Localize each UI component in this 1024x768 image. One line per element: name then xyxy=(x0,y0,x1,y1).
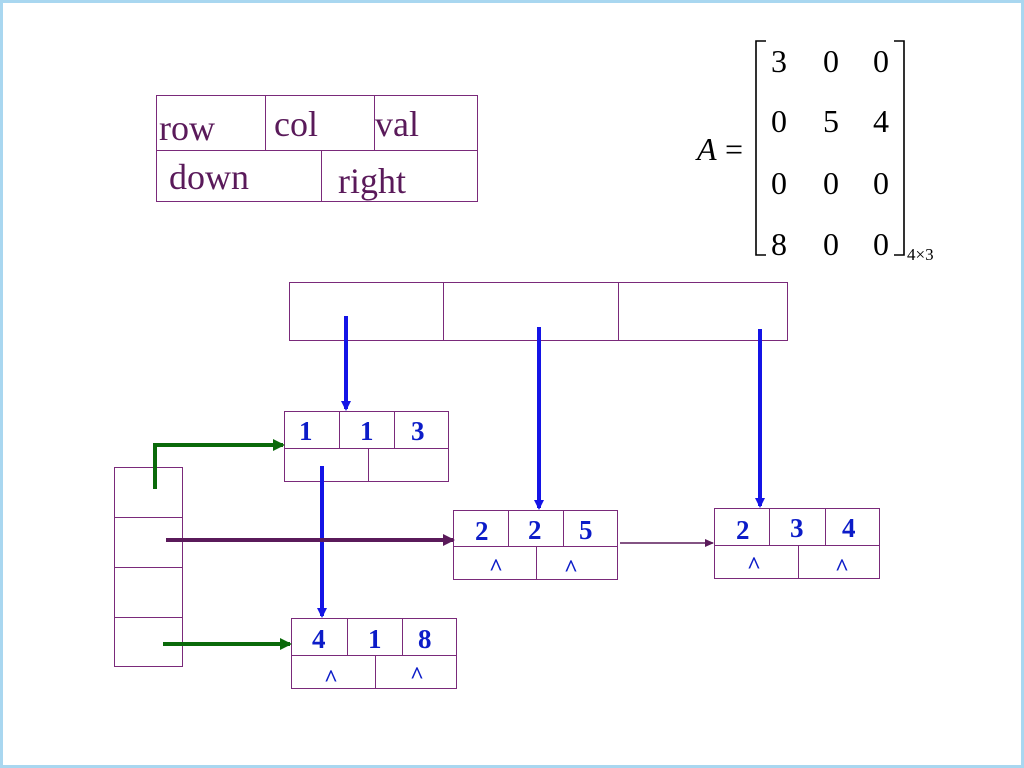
node-val-cell: 3 xyxy=(394,411,449,449)
legend-down-cell: down xyxy=(156,150,322,202)
node-col-value: 1 xyxy=(360,416,374,446)
node-down-value: ^ xyxy=(747,553,761,579)
node-right-cell: ^ xyxy=(798,545,880,581)
node-right-cell: ^ xyxy=(375,655,457,689)
matrix-cell: 0 xyxy=(771,103,787,139)
node-col-cell: 1 xyxy=(347,618,403,656)
matrix-dimension: 4×3 xyxy=(907,245,934,264)
legend-val-cell: val xyxy=(374,95,478,151)
column-head-cell xyxy=(443,282,619,341)
matrix-name: A xyxy=(697,131,717,167)
node-val-value: 5 xyxy=(579,515,593,545)
diagram-lines xyxy=(153,40,905,650)
node-row-value: 4 xyxy=(312,624,326,654)
matrix-right-bracket xyxy=(894,40,905,256)
node-down-cell xyxy=(284,448,369,482)
row-head-cell xyxy=(114,567,183,618)
node-row-value: 2 xyxy=(736,515,750,545)
matrix-cell: 5 xyxy=(823,103,839,139)
legend-row-cell: row xyxy=(156,95,266,151)
node-col-value: 3 xyxy=(790,513,804,543)
node-right-cell xyxy=(368,448,449,482)
legend-down-label: down xyxy=(169,157,249,197)
matrix-equals: = xyxy=(725,131,744,167)
matrix-left-bracket xyxy=(755,40,766,256)
matrix-cell: 0 xyxy=(823,43,839,79)
node-val-value: 8 xyxy=(418,624,432,654)
node-right-value: ^ xyxy=(410,663,424,689)
row-head-cell xyxy=(114,467,183,518)
node-col-cell: 1 xyxy=(339,411,395,449)
matrix-cell: 0 xyxy=(823,226,839,262)
row-head-cell xyxy=(114,517,183,568)
node-row-cell: 1 xyxy=(284,411,340,449)
legend-col-label: col xyxy=(274,104,318,144)
node-right-value: ^ xyxy=(835,555,849,581)
node-val-value: 3 xyxy=(411,416,425,446)
node-down-cell: ^ xyxy=(714,545,799,579)
legend-right-label: right xyxy=(338,161,406,201)
legend-right-cell: right xyxy=(321,150,478,202)
node-row-value: 1 xyxy=(299,416,313,446)
node-row-value: 2 xyxy=(475,516,489,546)
node-down-cell: ^ xyxy=(453,546,537,580)
node-down-cell: ^ xyxy=(291,655,376,692)
matrix-cell: 0 xyxy=(873,226,889,262)
node-val-value: 4 xyxy=(842,513,856,543)
node-right-value: ^ xyxy=(564,556,578,582)
node-down-value: ^ xyxy=(324,666,338,692)
node-val-cell: 8 xyxy=(402,618,457,656)
legend-row-label: row xyxy=(159,108,215,148)
row-pointer-arrow xyxy=(153,439,285,489)
legend-val-label: val xyxy=(375,104,419,144)
matrix-cell: 0 xyxy=(873,43,889,79)
matrix-cell: 0 xyxy=(823,165,839,201)
matrix-cell: 0 xyxy=(771,165,787,201)
matrix-cell: 8 xyxy=(771,226,787,262)
matrix-cell: 4 xyxy=(873,103,889,139)
node-down-value: ^ xyxy=(489,555,503,581)
node-col-cell: 2 xyxy=(508,510,564,547)
column-head-cell xyxy=(289,282,444,341)
node-right-cell: ^ xyxy=(536,546,618,582)
node-col-value: 1 xyxy=(368,624,382,654)
matrix-cell: 3 xyxy=(771,43,787,79)
matrix-cell: 0 xyxy=(873,165,889,201)
node-col-value: 2 xyxy=(528,515,542,545)
